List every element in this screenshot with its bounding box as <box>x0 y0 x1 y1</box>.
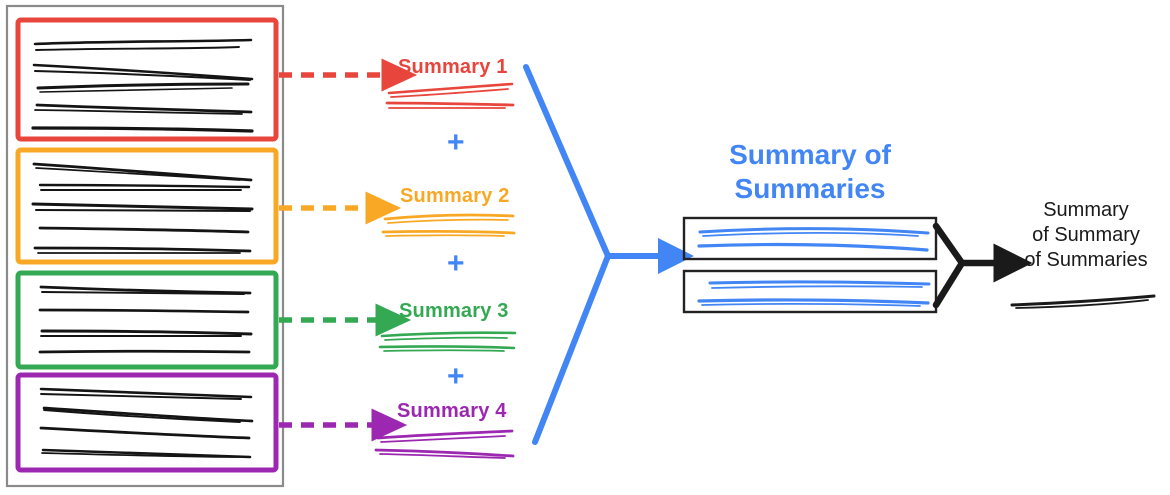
summary-4-lines <box>374 429 515 459</box>
chunk-4-text-lines <box>39 387 254 459</box>
plus-operator-1: + <box>447 126 465 159</box>
summary-2-label: Summary 2 <box>400 185 510 207</box>
summary-2-lines <box>381 213 516 237</box>
summary-4-label: Summary 4 <box>397 400 507 422</box>
final-output-title-line-1: Summary <box>1043 199 1129 221</box>
plus-operator-2: + <box>447 247 465 280</box>
chunk-1-border <box>15 17 279 142</box>
chunk-3-border <box>15 270 279 370</box>
black-merge-arrow <box>932 222 966 309</box>
chunk-3-text-lines <box>38 285 253 354</box>
final-output-title: Summary of Summary of Summaries <box>1010 198 1162 273</box>
summary-of-summaries-title-line-1: Summary of <box>729 139 891 170</box>
chunk-4-border <box>15 372 279 473</box>
summary-3-label: Summary 3 <box>399 300 509 322</box>
chunk-1-text-lines <box>31 38 254 133</box>
sos-box-2-lines <box>697 280 931 307</box>
chunk-3-group[interactable] <box>15 270 279 370</box>
summary-of-summaries-title: Summary of Summaries <box>684 138 936 206</box>
chunk-2-text-lines <box>31 162 254 254</box>
final-output-lines <box>1010 294 1156 309</box>
sos-box-2-border[interactable] <box>682 269 938 314</box>
final-output-title-line-3: of Summaries <box>1024 249 1148 271</box>
chunk-1-group[interactable] <box>15 17 279 142</box>
chunk-4-group[interactable] <box>15 372 279 473</box>
summary-3-lines <box>378 331 517 352</box>
chunk-2-group[interactable] <box>15 147 279 265</box>
document-collection-border <box>5 4 285 488</box>
sos-box-1-lines <box>697 227 930 252</box>
summary-of-summaries-title-line-2: Summaries <box>734 173 886 205</box>
blue-merge-arrow <box>523 64 611 445</box>
summary-1-label: Summary 1 <box>398 56 508 78</box>
plus-operator-3: + <box>447 360 465 393</box>
summary-1-lines <box>385 82 515 109</box>
sos-box-1-border[interactable] <box>682 216 938 261</box>
chunk-2-border <box>15 147 279 265</box>
final-output-title-line-2: of Summary <box>1032 224 1140 246</box>
